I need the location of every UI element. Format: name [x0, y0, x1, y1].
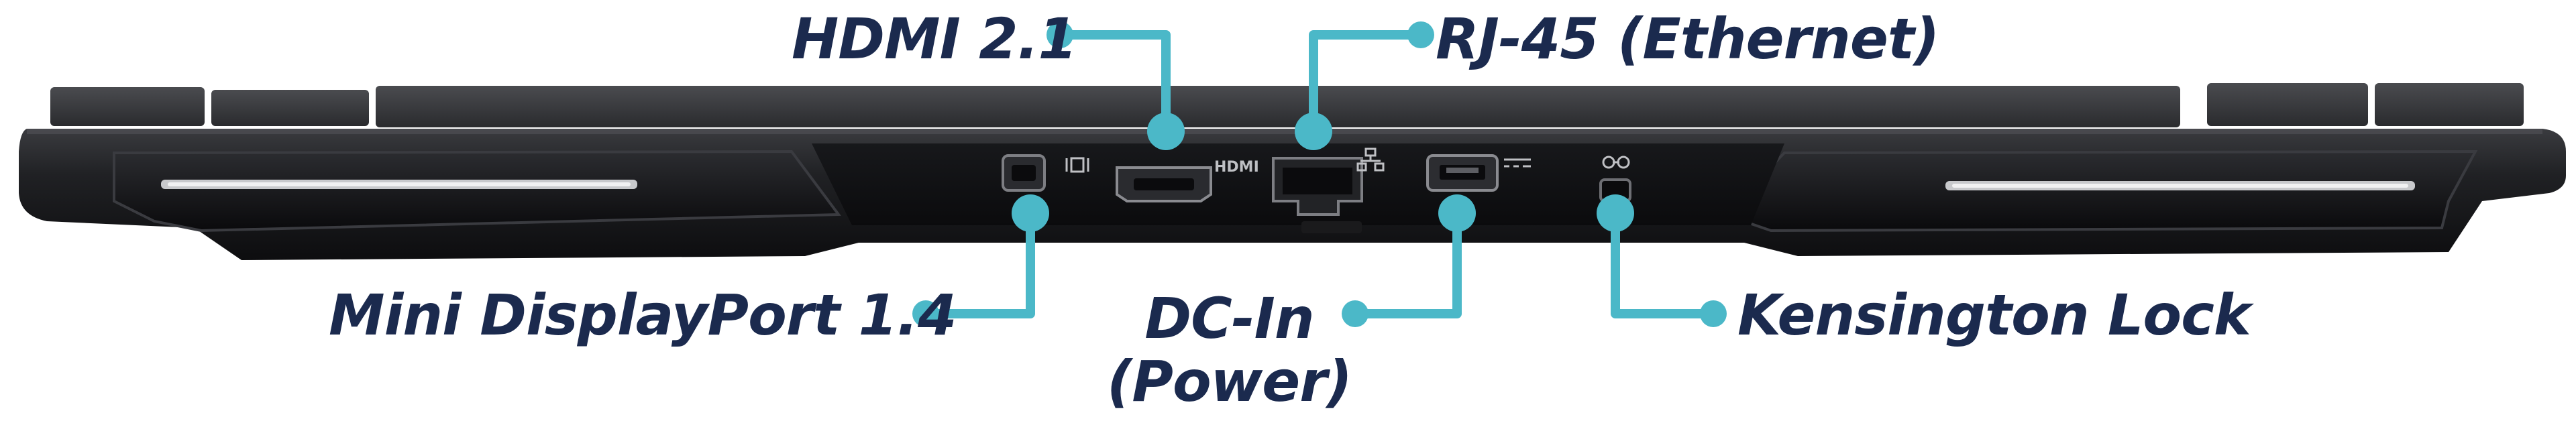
usb-power-icon	[1504, 158, 1531, 168]
rj45-callout-line	[1309, 30, 1421, 131]
hdmi-port-dot	[1147, 113, 1185, 150]
mini-displayport-port	[1002, 154, 1046, 192]
dc-in-port-dot	[1438, 194, 1476, 232]
hdmi-port-marking: HDMI	[1214, 159, 1259, 176]
mini-displayport-icon	[1065, 157, 1089, 173]
chassis-foot	[1301, 221, 1362, 233]
hdmi-label-dot	[1046, 21, 1073, 48]
kensington-lock-label: Kensington Lock	[1737, 282, 2251, 348]
mdp-label-dot	[912, 300, 939, 327]
hdmi-label: HDMI 2.1	[792, 6, 1077, 72]
right-vent	[1721, 149, 2478, 233]
callout-dots	[912, 21, 1727, 327]
hdmi-port	[1116, 166, 1212, 202]
mini-displayport-label: Mini DisplayPort 1.4	[329, 282, 957, 348]
kensington-port-dot	[1597, 194, 1634, 232]
hdmi-callout-line	[1060, 30, 1171, 131]
rj45-port	[1272, 157, 1363, 216]
callout-lines	[926, 30, 1713, 318]
rj45-label-dot	[1407, 21, 1434, 48]
ethernet-icon	[1356, 147, 1385, 172]
mdp-callout-line	[926, 213, 1035, 318]
dc-in-label: DC-In (Power)	[1107, 287, 1352, 413]
kensington-lock-icon	[1602, 156, 1630, 169]
dc-in-label-line1: DC-In	[1144, 286, 1314, 351]
kensington-callout-line	[1611, 213, 1713, 318]
dc-in-callout-line	[1355, 213, 1462, 318]
laptop-lid	[50, 83, 2524, 127]
left-vent	[113, 149, 841, 233]
dc-in-label-dot	[1342, 300, 1368, 327]
mdp-port-dot	[1012, 194, 1049, 232]
dc-in-label-line2: (Power)	[1107, 349, 1352, 415]
rj45-label: RJ-45 (Ethernet)	[1436, 6, 1939, 72]
dc-in-port	[1426, 154, 1499, 192]
rj45-port-dot	[1295, 113, 1332, 150]
chassis-highlight	[27, 129, 2542, 134]
kensington-label-dot	[1700, 300, 1727, 327]
